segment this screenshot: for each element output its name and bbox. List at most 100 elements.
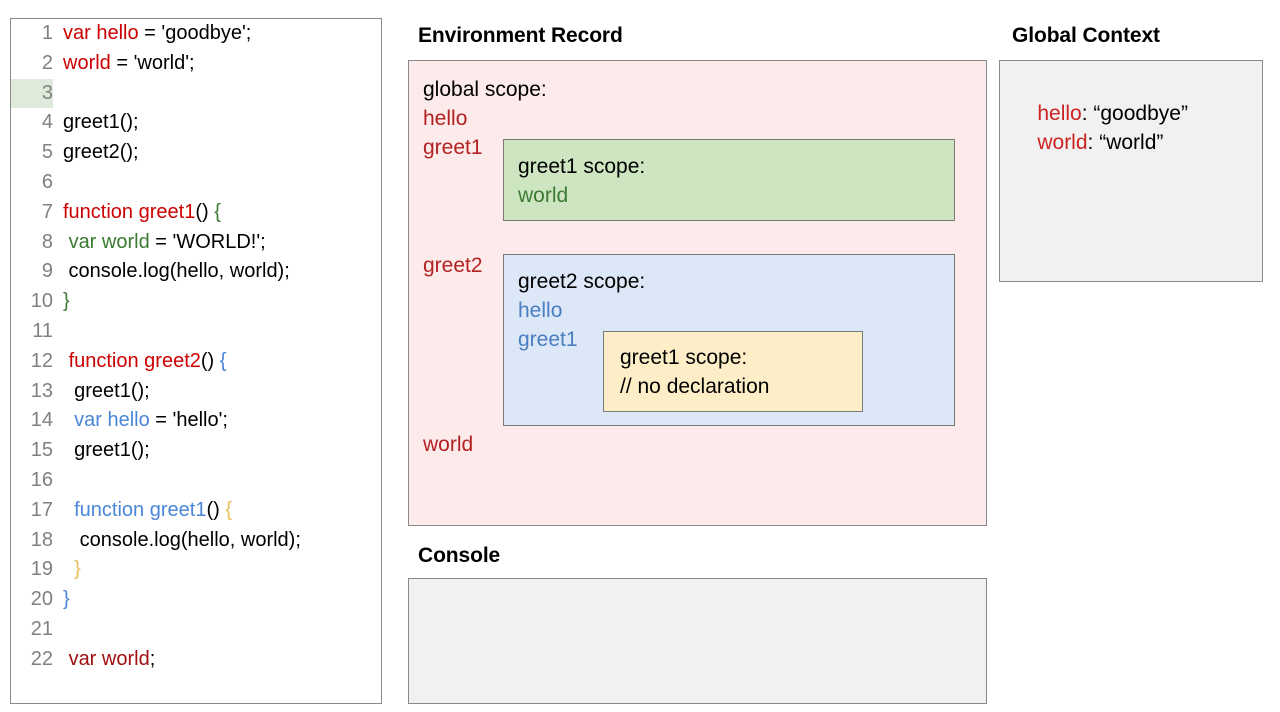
environment-record-heading: Environment Record [418, 24, 623, 47]
code-line-text: function greet1() { [53, 496, 232, 526]
code-token [63, 499, 74, 521]
code-token: var world [68, 647, 150, 670]
code-line-text: greet1(); [53, 436, 150, 466]
code-line[interactable]: 14 var hello = 'hello'; [11, 406, 381, 436]
global-context-key-hello: hello [1037, 102, 1082, 125]
line-number: 14 [30, 409, 53, 432]
code-line-text: function greet2() { [53, 347, 227, 377]
code-line[interactable]: 22 var world; [11, 645, 381, 675]
global-context-value-world: : “world” [1087, 131, 1164, 154]
global-binding-world: world [423, 433, 474, 456]
code-line[interactable]: 3 [11, 78, 381, 109]
code-token: greet2(); [63, 141, 139, 164]
code-token: ; [149, 647, 156, 670]
line-number: 5 [41, 141, 53, 164]
code-token: } [63, 588, 70, 611]
code-line[interactable]: 17 function greet1() { [11, 496, 381, 526]
code-line-text: world = 'world'; [53, 49, 195, 79]
code-line[interactable]: 10} [11, 287, 381, 317]
nested-greet1-scope-box: greet1 scope: // no declaration [603, 331, 863, 412]
code-line-text: } [53, 585, 70, 615]
code-line-text: var world = 'WORLD!'; [53, 228, 266, 258]
code-token: console.log(hello, world); [63, 528, 301, 551]
console-output-panel[interactable] [408, 578, 987, 704]
code-token [63, 558, 74, 580]
line-number: 17 [30, 498, 53, 521]
code-token: = 'world'; [110, 51, 195, 74]
code-line[interactable]: 21 [11, 615, 381, 645]
line-number: 11 [32, 319, 53, 342]
code-token: = 'goodbye'; [138, 22, 252, 44]
code-line[interactable]: 20} [11, 585, 381, 615]
global-context-key-world: world [1037, 131, 1088, 154]
code-line-text: } [53, 287, 70, 317]
code-token: function greet1 [74, 498, 207, 521]
greet1-binding-world: world [518, 184, 569, 207]
line-number: 1 [41, 22, 53, 44]
code-token: var world [68, 230, 150, 253]
nested-greet1-no-declaration-note: // no declaration [620, 375, 770, 398]
code-token: = 'hello'; [149, 409, 228, 432]
line-number: 8 [41, 230, 53, 253]
code-line-text: var world; [53, 645, 156, 675]
code-line[interactable]: 11 [11, 317, 381, 347]
code-line[interactable]: 5 greet2(); [11, 138, 381, 168]
global-binding-greet1: greet1 [423, 136, 483, 159]
code-line-text: greet1(); [53, 108, 139, 138]
line-number: 2 [41, 51, 53, 74]
global-binding-hello: hello [423, 107, 468, 130]
line-number: 21 [30, 617, 53, 640]
line-number: 7 [41, 200, 53, 223]
line-number: 19 [30, 558, 53, 581]
line-number: 3 [11, 78, 53, 109]
code-token: () [206, 498, 226, 521]
code-line-text: greet1(); [53, 377, 150, 407]
global-scope-box: global scope: hello greet1 greet2 world … [408, 60, 987, 526]
code-line[interactable]: 19 } [11, 555, 381, 585]
line-number: 10 [30, 290, 53, 313]
greet2-scope-box: greet2 scope: hello greet1 greet1 scope:… [503, 254, 955, 426]
code-line-text: } [53, 555, 81, 585]
code-token: greet1(); [63, 439, 150, 462]
code-line-text: var hello = 'goodbye'; [53, 19, 251, 49]
line-number: 13 [30, 379, 53, 402]
greet1-scope-label: greet1 scope: [518, 155, 646, 178]
code-line[interactable]: 15 greet1(); [11, 436, 381, 466]
code-line-text: var hello = 'hello'; [53, 406, 228, 436]
code-token: greet1(); [63, 111, 139, 134]
global-binding-greet2: greet2 [423, 254, 483, 277]
code-line[interactable]: 8 var world = 'WORLD!'; [11, 228, 381, 258]
code-token: greet1(); [63, 379, 150, 402]
global-context-panel: hello: “goodbye” world: “world” [999, 60, 1263, 282]
console-heading: Console [418, 544, 501, 567]
code-token: () [195, 200, 215, 223]
code-line-text: greet2(); [53, 138, 139, 168]
code-line[interactable]: 12 function greet2() { [11, 347, 381, 377]
code-line-text: function greet1() { [53, 198, 221, 228]
code-line[interactable]: 16 [11, 466, 381, 496]
line-number: 12 [30, 349, 53, 372]
line-number: 20 [30, 588, 53, 611]
code-line[interactable]: 13 greet1(); [11, 377, 381, 407]
code-line[interactable]: 6 [11, 168, 381, 198]
global-context-entry-world: world: “world” [1014, 107, 1163, 179]
code-token: world [63, 51, 111, 74]
code-token: { [225, 498, 233, 521]
code-token: = 'WORLD!'; [149, 230, 266, 253]
code-token: { [219, 349, 227, 372]
greet2-scope-label: greet2 scope: [518, 270, 646, 293]
line-number: 16 [30, 468, 53, 491]
global-context-entry-hello: hello: “goodbye” [1014, 78, 1188, 150]
line-number: 6 [41, 170, 53, 193]
line-number: 15 [30, 439, 53, 462]
code-token: } [74, 558, 81, 581]
line-number: 18 [30, 528, 53, 551]
code-token: { [214, 200, 221, 223]
code-line[interactable]: 18 console.log(hello, world); [11, 526, 381, 556]
code-line[interactable]: 9 console.log(hello, world); [11, 257, 381, 287]
